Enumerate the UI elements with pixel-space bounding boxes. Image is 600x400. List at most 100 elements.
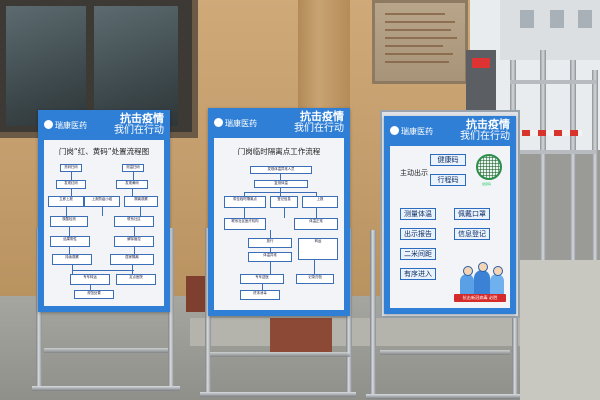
flow-step: 居家隔离 [110, 254, 154, 265]
wall-notice-plaque [372, 0, 468, 84]
flow-connector [270, 262, 271, 274]
mask-badge: 佩戴口罩 [454, 208, 490, 220]
flow-step: 带至临时隔离点 [224, 196, 266, 208]
flow-connector [270, 230, 271, 238]
flow-connector [284, 208, 285, 218]
flow-step: 定点医院 [116, 274, 156, 285]
brand-logo: 瑞康医药 [214, 118, 257, 129]
flow-connector [71, 172, 72, 180]
sign-board-3: 瑞康医药 抗击疫情 我们在行动 主动出示 健康码 行程码 健康码 测量体温 佩戴… [384, 116, 516, 314]
flow-step: 发现黄码 [116, 180, 148, 189]
flow-connector [66, 207, 67, 216]
slogan: 抗击疫情 我们在行动 [294, 111, 344, 135]
brick [270, 318, 332, 352]
footer-banner: 抗击新冠病毒 必胜 [454, 294, 506, 302]
flow-step: 记录归档 [296, 274, 334, 284]
flow-connector [316, 208, 317, 218]
flow-step: 核酸检测 [50, 216, 88, 227]
flow-step: 发现体温异常人员 [250, 166, 312, 174]
temperature-badge: 测量体温 [400, 208, 436, 220]
report-badge: 出示报告 [400, 228, 436, 240]
orderly-entry-badge: 有序进入 [400, 268, 436, 280]
flow-connector [102, 207, 103, 216]
flow-connector [262, 284, 263, 290]
flow-step: 持续观察 [52, 254, 92, 265]
slogan-line-2: 我们在行动 [114, 125, 164, 136]
slogan: 抗击疫情 我们在行动 [460, 119, 510, 143]
qr-code-icon [476, 154, 502, 180]
gate-control-box [466, 50, 496, 110]
flow-step: 终末消毒 [240, 290, 280, 300]
slogan-line-2: 我们在行动 [460, 131, 510, 142]
flow-connector [71, 189, 72, 196]
health-code-badge: 健康码 [430, 154, 466, 166]
flow-step: 专车转运 [70, 274, 110, 285]
slogan: 抗击疫情 我们在行动 [114, 113, 164, 137]
flow-connector [72, 270, 134, 271]
brand-logo: 瑞康医药 [390, 126, 433, 137]
flow-connector [280, 174, 281, 180]
prompt-label: 主动出示 [400, 169, 428, 177]
medical-staff-illustration [456, 258, 506, 298]
flow-step: 隔离观察 [124, 196, 158, 207]
flow-step: 体温正常 [294, 218, 338, 230]
guidance-panel: 主动出示 健康码 行程码 健康码 测量体温 佩戴口罩 出示报告 信息登记 二米间… [390, 146, 510, 308]
flow-step: 联系社区 [114, 216, 154, 227]
slogan-line-1: 抗击疫情 [466, 118, 510, 131]
flow-step: 复测体温 [254, 180, 308, 188]
flow-step: 发现红码 [56, 180, 86, 189]
flow-step: 测温扫码 [122, 164, 144, 172]
logo-mark-icon [390, 126, 399, 135]
flowchart-panel: 门岗临时隔离点工作流程 发现体温异常人员复测体温带至临时隔离点登记信息上报联系社… [214, 138, 344, 310]
flow-connector [134, 227, 135, 236]
flow-connector [72, 265, 73, 274]
flow-connector [134, 247, 135, 254]
flow-step: 登记信息 [270, 196, 298, 208]
flow-step: 放行 [248, 238, 292, 248]
sign-board-1: 瑞康医药 抗击疫情 我们在行动 门岗“红、黄码”处置流程图 亮码扫码 测温扫码发现… [38, 110, 170, 312]
logo-mark-icon [214, 118, 223, 127]
slogan-line-1: 抗击疫情 [300, 110, 344, 123]
flow-connector [270, 248, 271, 252]
building-window [0, 0, 198, 138]
slogan-line-1: 抗击疫情 [120, 112, 164, 125]
flow-step: 上报 [302, 196, 338, 208]
distant-building [500, 0, 600, 60]
flowchart-title: 门岗临时隔离点工作流程 [237, 147, 321, 156]
flow-connector [244, 192, 245, 196]
flow-connector [133, 172, 134, 180]
trip-code-badge: 行程码 [430, 174, 466, 186]
brand-logo: 瑞康医药 [44, 120, 87, 131]
flow-step: 结果阴性 [50, 236, 90, 247]
concrete-barrier [520, 260, 600, 400]
flow-step: 体温异常 [248, 252, 292, 262]
flow-connector [132, 265, 133, 274]
flow-connector [132, 189, 133, 196]
flow-connector [90, 285, 91, 290]
registration-badge: 信息登记 [454, 228, 490, 240]
flow-connector [316, 192, 317, 196]
flow-step: 上报防疫小组 [84, 196, 120, 207]
slogan-line-2: 我们在行动 [294, 123, 344, 134]
flow-connector [69, 227, 70, 236]
flow-connector [244, 192, 316, 193]
flow-connector [69, 247, 70, 254]
flow-connector [244, 208, 245, 218]
flowchart-panel: 门岗“红、黄码”处置流程图 亮码扫码 测温扫码发现红码 发现黄码立即上报上报防疫小组… [44, 140, 164, 306]
flow-step: 亮码扫码 [60, 164, 82, 172]
flow-connector [314, 260, 315, 274]
flow-step: 解除管控 [114, 236, 154, 247]
qr-caption: 健康码 [482, 182, 492, 186]
flow-connector [140, 207, 141, 216]
logo-mark-icon [44, 120, 53, 129]
brick [186, 276, 208, 312]
flow-step: 专车送医 [240, 274, 284, 284]
flow-step: 规范处置 [74, 290, 114, 299]
distance-badge: 二米间距 [400, 248, 436, 260]
flowchart-title: 门岗“红、黄码”处置流程图 [58, 147, 150, 156]
flow-step: 联系社区医疗机构 [224, 218, 266, 230]
flow-step: 立即上报 [48, 196, 84, 207]
sign-board-2: 瑞康医药 抗击疫情 我们在行动 门岗临时隔离点工作流程 发现体温异常人员复测体温… [208, 108, 350, 316]
flow-step: 转运 [298, 238, 338, 260]
